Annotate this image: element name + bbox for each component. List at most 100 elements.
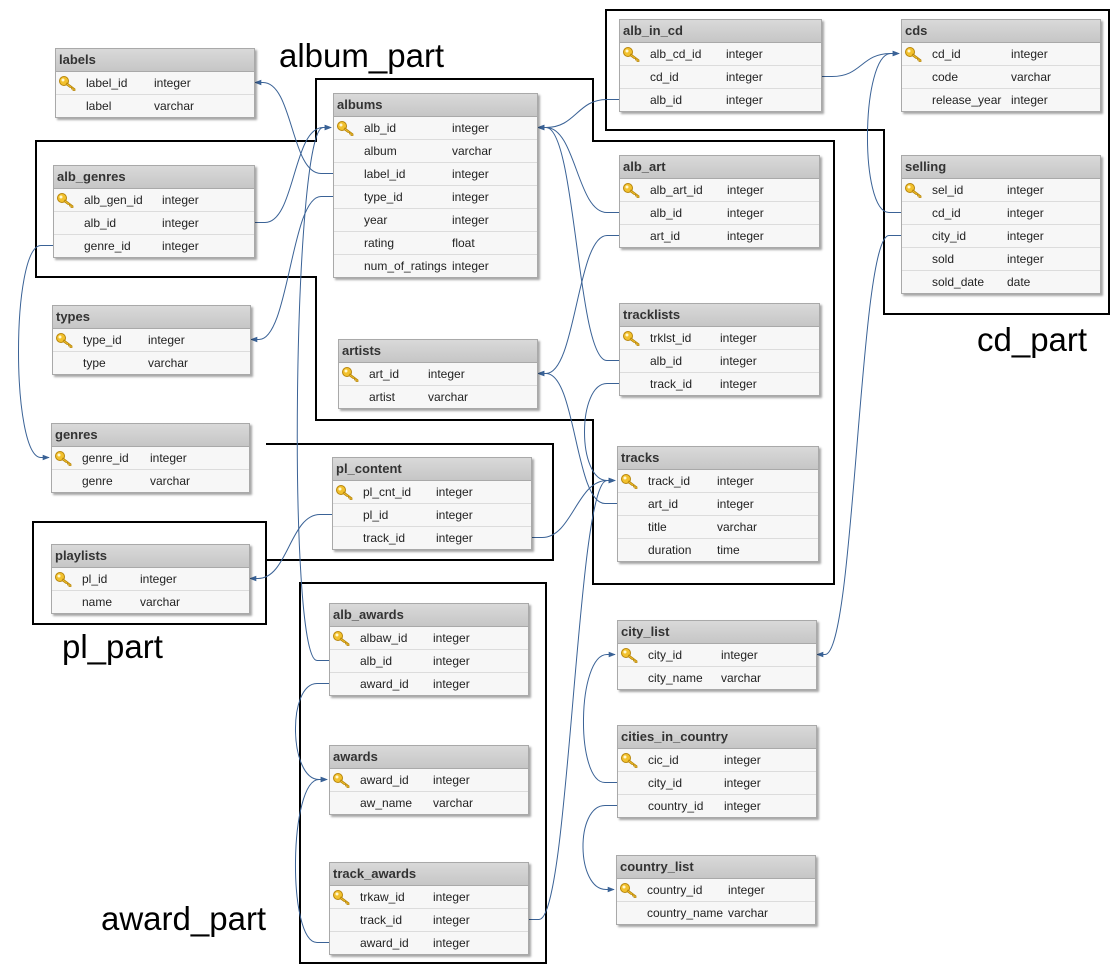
column-type: varchar [717, 520, 758, 534]
relation-connector-cities-in-country-to-city-list [583, 651, 617, 783]
column-type: integer [436, 508, 473, 522]
column-type: integer [726, 93, 763, 107]
column-row[interactable]: alb_gen_id integer [54, 189, 254, 212]
column-type: integer [724, 776, 761, 790]
group-label-cd-part: cd_part [977, 321, 1088, 358]
relation-connector-track-awards-to-awards [295, 776, 329, 943]
column-type: integer [162, 193, 199, 207]
primary-key-icon [620, 883, 637, 898]
primary-key-icon [623, 183, 640, 198]
column-type: varchar [140, 595, 181, 609]
column-type: integer [162, 216, 199, 230]
column-name: sold [932, 252, 955, 266]
column-name: alb_gen_id [84, 193, 143, 207]
column-type: integer [433, 913, 470, 927]
column-name: genre_id [82, 451, 129, 465]
column-type: integer [721, 648, 758, 662]
table-title: alb_in_cd [620, 20, 821, 43]
column-name: country_id [647, 883, 703, 897]
relation-connector-tracklists-to-albums [537, 124, 619, 361]
table-title: types [53, 306, 250, 329]
